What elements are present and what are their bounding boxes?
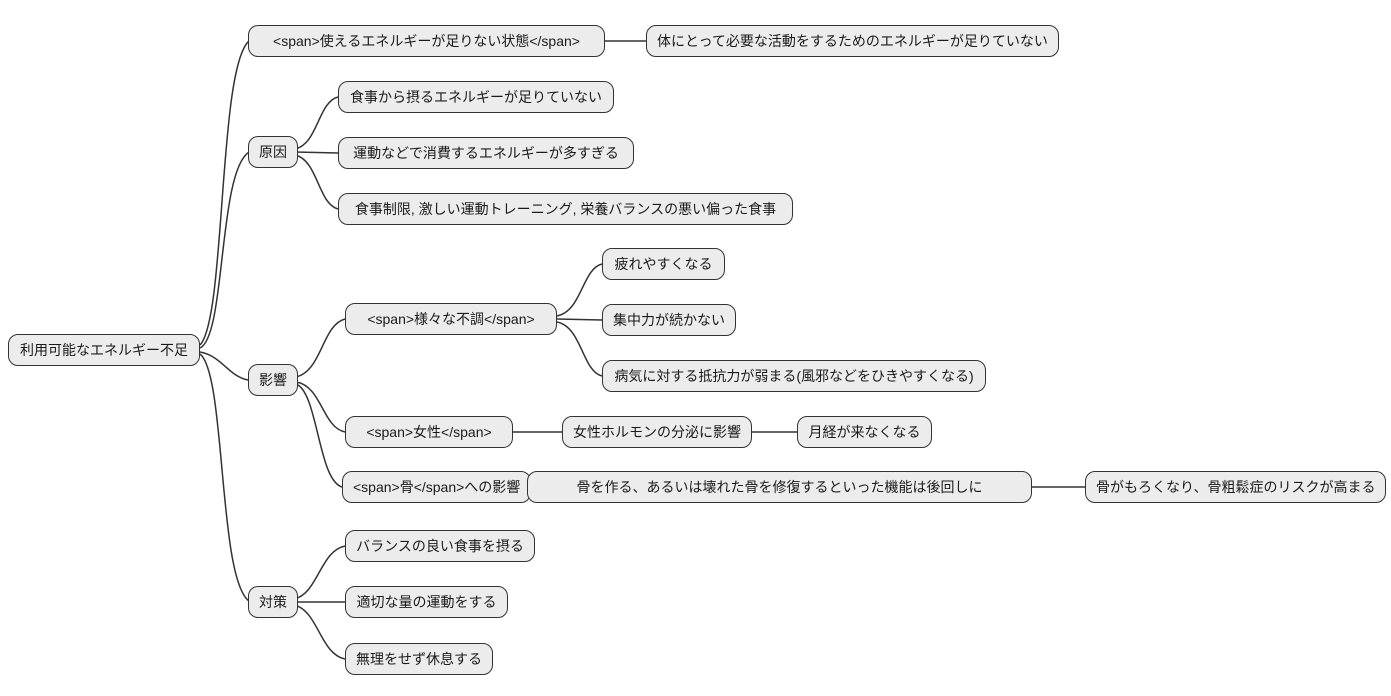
- node-effect-women: <span>女性</span>: [345, 416, 513, 448]
- node-cause-item-1: 食事から摂るエネルギーが足りていない: [338, 81, 614, 113]
- node-effect-conditions: <span>様々な不調</span>: [345, 303, 557, 335]
- edge-condition-3: [556, 321, 603, 377]
- node-condition-item-1: 疲れやすくなる: [602, 248, 725, 280]
- node-condition-item-3: 病気に対する抵抗力が弱まる(風邪などをひきやすくなる): [602, 360, 986, 392]
- node-counter-item-1: バランスの良い食事を摂る: [345, 530, 535, 562]
- node-women-menstruation: 月経が来なくなる: [797, 416, 932, 448]
- node-cause-item-2: 運動などで消費するエネルギーが多すぎる: [338, 137, 634, 169]
- node-cause: 原因: [248, 136, 298, 168]
- edge-counter-1: [293, 545, 346, 600]
- edge-effect-conditions: [295, 318, 346, 378]
- node-cause-item-3: 食事制限, 激しい運動トレーニング, 栄養バランスの悪い偏った食事: [338, 193, 793, 225]
- edge-effect-women: [295, 381, 346, 433]
- node-counter-item-3: 無理をせず休息する: [345, 643, 493, 675]
- node-countermeasure: 対策: [248, 586, 298, 618]
- edge-condition-1: [556, 263, 603, 317]
- node-root: 利用可能なエネルギー不足: [8, 334, 200, 366]
- node-state-desc: 体にとって必要な活動をするためのエネルギーが足りていない: [646, 25, 1059, 57]
- edge-effect-bone: [295, 383, 343, 488]
- edge-root-counter: [199, 353, 250, 602]
- edge-root-effect: [199, 351, 249, 381]
- node-counter-item-2: 適切な量の運動をする: [345, 586, 508, 618]
- node-state: <span>使えるエネルギーが足りない状態</span>: [248, 25, 605, 57]
- node-effect: 影響: [248, 364, 298, 396]
- node-condition-item-2: 集中力が続かない: [602, 304, 736, 336]
- edge-root-state: [199, 40, 250, 346]
- node-women-hormone: 女性ホルモンの分泌に影響: [562, 416, 752, 448]
- edge-counter-3: [293, 604, 346, 660]
- edge-root-cause: [199, 151, 250, 349]
- edge-cause-2: [294, 151, 339, 154]
- node-effect-bone: <span>骨</span>への影響: [342, 471, 532, 503]
- edge-cause-3: [294, 154, 339, 210]
- edge-cause-1: [294, 96, 339, 150]
- edge-condition-2: [556, 318, 603, 321]
- node-bone-function: 骨を作る、あるいは壊れた骨を修復するといった機能は後回しに: [527, 471, 1032, 503]
- node-bone-risk: 骨がもろくなり、骨粗鬆症のリスクが高まる: [1085, 471, 1387, 503]
